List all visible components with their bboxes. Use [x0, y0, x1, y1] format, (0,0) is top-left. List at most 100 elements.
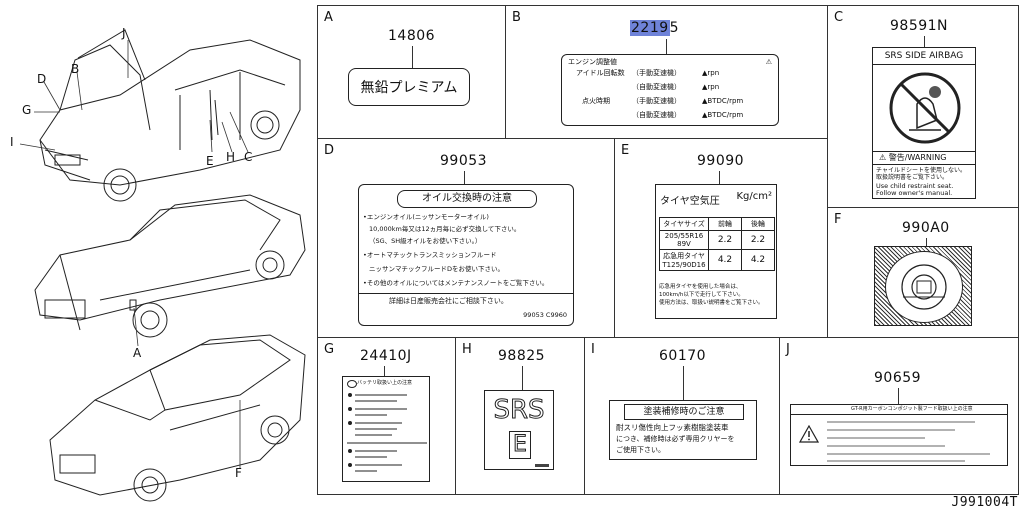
part-number: 22195: [630, 20, 679, 36]
cell-letter: B: [512, 10, 521, 25]
label-title: バッテリ取扱い上の注意: [357, 380, 413, 386]
diagram-code: J991004T: [951, 495, 1018, 510]
leader-line: [924, 36, 925, 48]
label-engine-adjustment: エンジン調整値 ⚠ アイドル回転数 （手動変速機） ▲rpn （自動変速機） ▲…: [561, 54, 779, 126]
cell-g: G 24410J バッテリ取扱い上の注意: [317, 337, 456, 495]
label-battery-caution: バッテリ取扱い上の注意: [342, 376, 430, 482]
leader-line: [522, 366, 523, 390]
cell-letter: C: [834, 10, 844, 25]
cell-letter: E: [621, 143, 630, 158]
cell-letter: J: [786, 342, 790, 357]
oil-line-6: •その他のオイルについてはメンテナンスノートをご覧下さい。: [363, 279, 549, 287]
leader-line: [384, 366, 385, 378]
no-child-seat-icon: [889, 72, 961, 144]
callout-h: H: [226, 150, 236, 164]
tire-table: タイヤサイズ 前輪 後輪 205/55R16 89V 2.2 2.2 応急用タイ…: [659, 217, 775, 271]
warning-line-en-2: Follow owner's manual.: [876, 189, 953, 197]
leader-line: [666, 39, 667, 56]
row-c-label: ▲rpn: [702, 83, 720, 91]
srs-e-text: E: [513, 432, 528, 458]
part-number: 14806: [388, 28, 436, 44]
part-number: 98825: [498, 348, 546, 364]
srs-e-box: E: [509, 431, 531, 459]
row-c-label: ▲BTDC/rpm: [702, 111, 744, 119]
row-b-label: （自動変速機）: [632, 83, 681, 91]
label-title-text: 塗装補修時のご注意: [643, 407, 725, 417]
oil-code: 99053 C9960: [523, 311, 567, 319]
cell-letter: H: [462, 342, 472, 357]
tire-size: 応急用タイヤ T125/90D16: [659, 249, 709, 271]
label-title-text: オイル交換時の注意: [422, 193, 512, 204]
row-b: （自動変速機）: [632, 83, 681, 92]
tire-note-2: 100km/h以下で走行して下さい。: [659, 292, 744, 298]
leader-line: [719, 171, 720, 185]
leader-line: [898, 388, 899, 406]
cell-a: A 14806 無鉛プレミアム: [317, 5, 506, 139]
unit: Kg/cm²: [736, 191, 772, 202]
label-text: 無鉛プレミアム: [360, 80, 458, 96]
row-c: ▲rpn: [702, 69, 719, 78]
warning-triangle-icon: [799, 425, 819, 443]
row-a-label: アイドル回転数: [576, 69, 625, 77]
oil-footer: 詳細は日産販売会社にご相談下さい。: [389, 297, 508, 305]
cell-letter: D: [324, 143, 335, 158]
nissan-logo-icon: [347, 380, 357, 388]
part-number: 98591N: [890, 18, 949, 34]
oil-line-1: •エンジンオイル(ニッサンモーターオイル): [363, 213, 489, 221]
label-title: GT-R用カーボンコンポジット製フード取扱い上の注意: [851, 406, 973, 412]
tire-size: 205/55R16 89V: [659, 230, 709, 250]
row-c: ▲rpn: [702, 83, 719, 92]
callout-e: E: [206, 154, 214, 168]
part-number: 24410J: [360, 348, 412, 364]
cell-h: H 98825 SRS E: [455, 337, 585, 495]
row-a: 点火時期: [582, 97, 610, 106]
leader-line: [683, 366, 684, 400]
callout-d: D: [37, 72, 47, 86]
row-c: ▲BTDC/rpm: [702, 111, 743, 120]
srs-text: SRS: [493, 395, 545, 426]
car-top-view: [39, 29, 301, 202]
tire-note-1: 応急用タイヤを使用した場合は、: [659, 284, 742, 290]
leader-line: [412, 46, 413, 72]
callout-j: J: [122, 26, 126, 40]
car-illustrations: [19, 29, 306, 502]
cell-letter: F: [834, 212, 842, 227]
label-oil-change: オイル交換時の注意 •エンジンオイル(ニッサンモーターオイル) 10,000km…: [358, 184, 574, 326]
cell-f: F 990A0: [827, 207, 1019, 338]
callout-f: F: [235, 466, 242, 480]
label-heading: SRS SIDE AIRBAG: [884, 51, 964, 61]
row-a-label: 点火時期: [582, 97, 610, 105]
oil-line-4: •オートマチックトランスミッションフルード: [363, 251, 497, 259]
paint-line-1: 耐スリ傷性向上フッ素樹脂塗装車: [616, 423, 729, 432]
part-number: 99053: [440, 153, 488, 169]
tire-front: 4.2: [708, 249, 742, 271]
row-b: （手動変速機）: [632, 69, 681, 78]
callout-b: B: [71, 62, 80, 76]
tire-header-rear: 後輪: [741, 217, 775, 231]
cell-letter: G: [324, 342, 335, 357]
label-title: タイヤ空気圧: [660, 196, 720, 207]
part-number: 99090: [697, 153, 745, 169]
cell-b: B 22195 エンジン調整値 ⚠ アイドル回転数 （手動変速機） ▲rpn （…: [505, 5, 828, 139]
cell-j: J 90659 GT-R用カーボンコンポジット製フード取扱い上の注意: [779, 337, 1019, 495]
oil-line-3: （SG、SH級オイルをお使い下さい。）: [369, 237, 482, 245]
tire-rear: 2.2: [741, 230, 775, 250]
label-srs-e: SRS E: [484, 390, 554, 470]
part-number: 990A0: [902, 220, 950, 236]
battery-text-lines: [347, 393, 427, 472]
cell-letter: A: [324, 10, 333, 25]
warning-title: ⚠ 警告/WARNING: [879, 153, 947, 162]
tire-header-front: 前輪: [708, 217, 742, 231]
label-srs-side-airbag: SRS SIDE AIRBAG ⚠ 警告/WARNING チャイルドシートを使用…: [872, 47, 976, 199]
row-b: （手動変速機）: [632, 97, 681, 106]
cell-c: C 98591N SRS SIDE AIRBAG ⚠ 警告/WARNING チャ…: [827, 5, 1019, 208]
immobilizer-key-icon: [901, 264, 947, 310]
car-middle-view: [34, 194, 306, 338]
label-carbon-hood: GT-R用カーボンコンポジット製フード取扱い上の注意: [790, 404, 1008, 466]
tire-note-3: 使用方法は、取扱い説明書をご覧下さい。: [659, 300, 764, 306]
label-title: オイル交換時の注意: [397, 190, 537, 208]
cell-letter: I: [591, 342, 595, 357]
cell-d: D 99053 オイル交換時の注意 •エンジンオイル(ニッサンモーターオイル) …: [317, 138, 615, 338]
label-title: 塗装補修時のご注意: [624, 404, 744, 420]
callout-i: I: [10, 135, 14, 149]
